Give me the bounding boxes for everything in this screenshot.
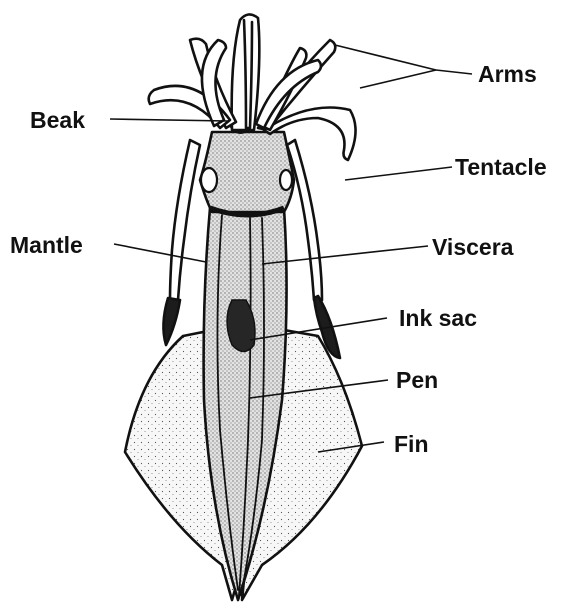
label-tentacle: Tentacle	[455, 154, 547, 180]
label-viscera: Viscera	[432, 234, 514, 260]
label-arms: Arms	[478, 61, 537, 87]
mantle-leader	[114, 244, 206, 262]
label-pen: Pen	[396, 367, 438, 393]
tentacle-club-left	[163, 298, 180, 345]
arms-leader-2	[360, 70, 436, 88]
tentacle-leader	[345, 167, 452, 180]
arms-leader-1	[335, 45, 436, 70]
arms-leader-3	[436, 70, 472, 74]
label-mantle: Mantle	[10, 232, 83, 258]
tentacle-left	[170, 140, 200, 300]
label-fin: Fin	[394, 431, 429, 457]
tentacle-right	[287, 140, 322, 300]
eye-right	[280, 170, 292, 190]
eye-left	[201, 168, 217, 192]
label-beak: Beak	[30, 107, 85, 133]
label-ink-sac: Ink sac	[399, 305, 477, 331]
